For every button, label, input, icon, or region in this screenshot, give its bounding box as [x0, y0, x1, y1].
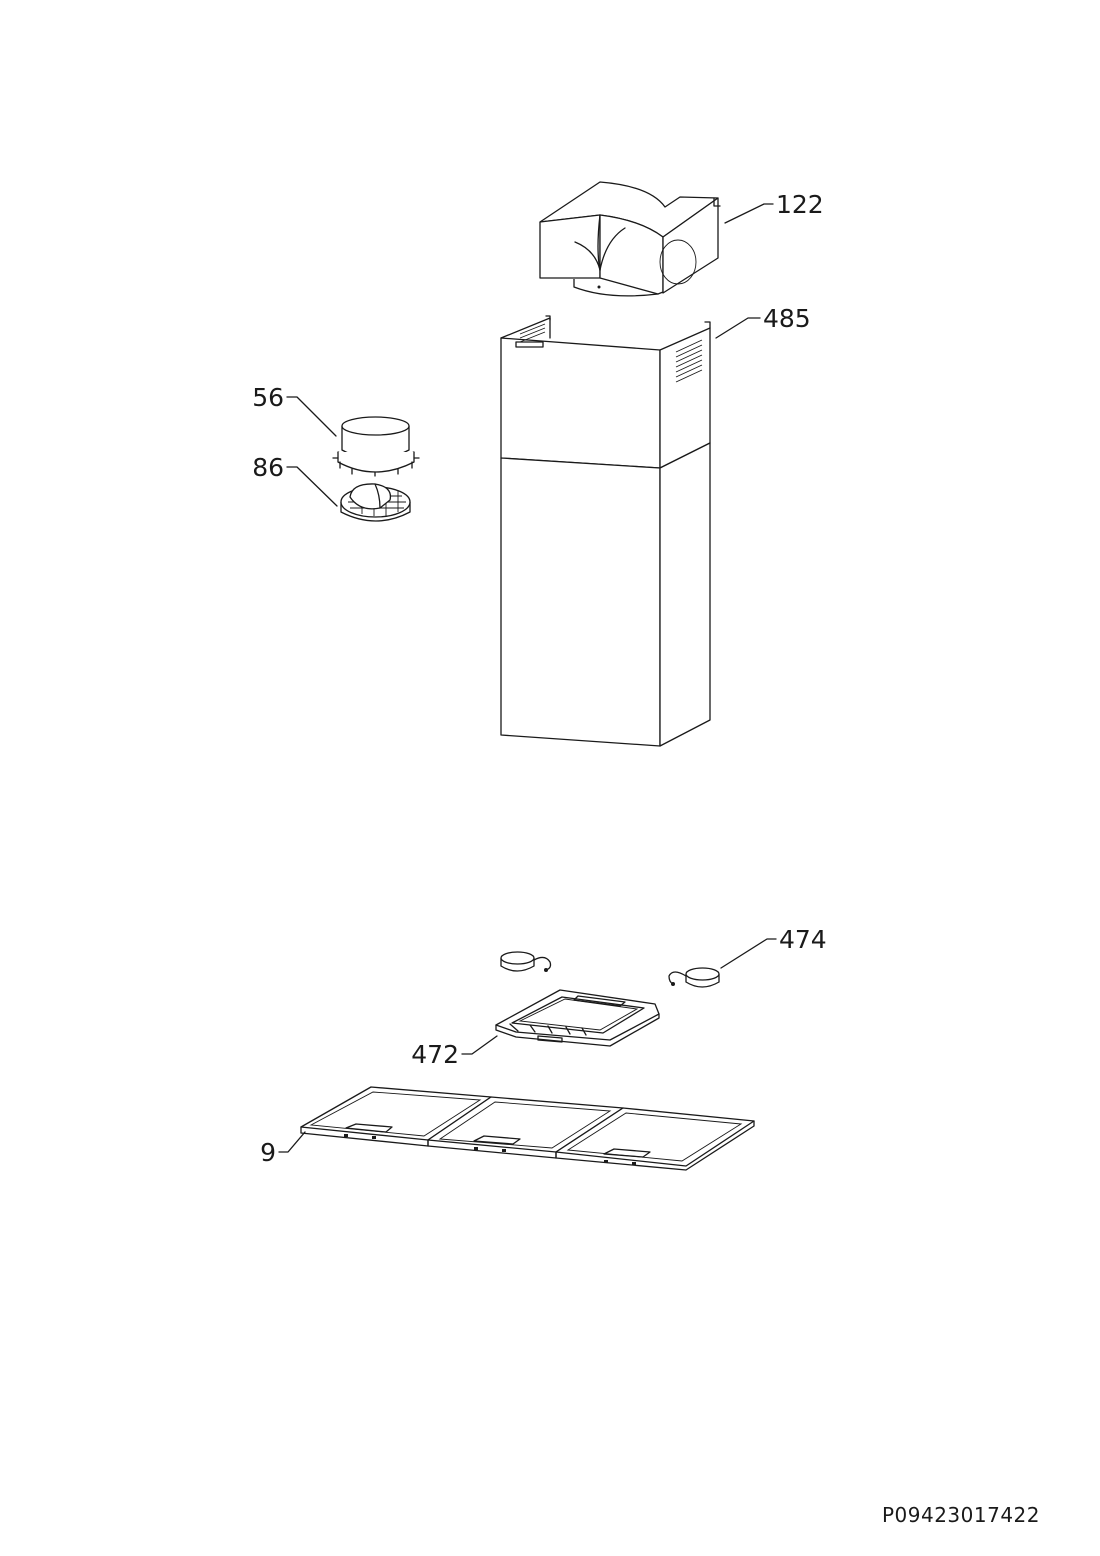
- callout-122: 122: [776, 190, 824, 219]
- callout-485: 485: [763, 304, 811, 333]
- non-return-valve-part[interactable]: [340, 483, 411, 522]
- callout-472: 472: [411, 1040, 459, 1069]
- lamp-left[interactable]: [500, 951, 552, 972]
- vent-slots-left: [515, 323, 546, 348]
- vent-slots-right: [675, 339, 703, 383]
- chimney-cover-part[interactable]: [500, 315, 711, 747]
- lamp-right[interactable]: [668, 967, 720, 988]
- document-code: P09423017422: [882, 1503, 1040, 1527]
- callout-9: 9: [260, 1138, 276, 1167]
- leader-lines: [278, 203, 777, 1153]
- callout-474: 474: [779, 925, 827, 954]
- callout-56: 56: [252, 383, 284, 412]
- control-frame-part[interactable]: [495, 989, 660, 1047]
- callout-86: 86: [252, 453, 284, 482]
- charcoal-filter-housing-part[interactable]: [332, 416, 420, 477]
- duct-adapter-part[interactable]: [539, 181, 721, 297]
- grease-filter-right[interactable]: [555, 1107, 755, 1171]
